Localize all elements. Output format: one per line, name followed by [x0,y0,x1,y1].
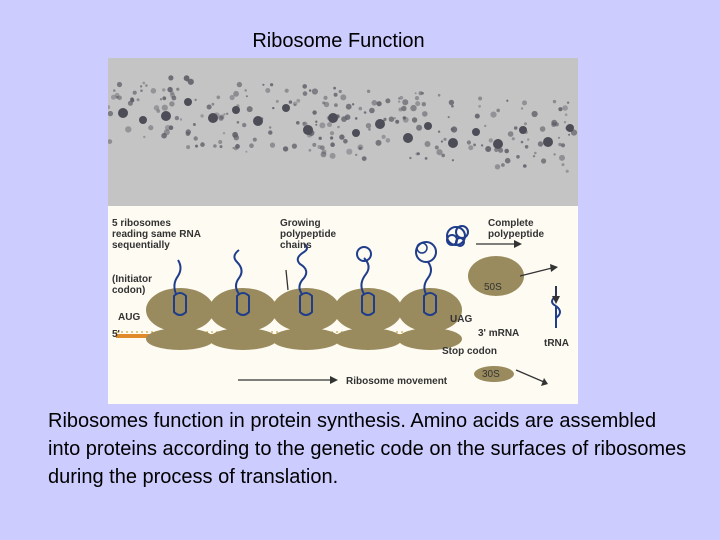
initiator-codon-label: (Initiator codon) [112,274,152,296]
slide-caption: Ribosomes function in protein synthesis.… [48,407,688,491]
subunit-30s-label: 30S [482,369,500,380]
ribosomes-label: 5 ribosomes reading same RNA sequentiall… [112,218,201,251]
five-prime-label: 5' [112,329,120,340]
complete-polypeptide-label: Complete polypeptide [488,218,544,240]
growing-chains-label: Growing polypeptide chains [280,218,336,251]
uag-label: UAG [450,314,472,325]
stop-codon-label: Stop codon [442,346,497,357]
subunit-50s-label: 50S [484,282,502,293]
ribosome-figure: 5 ribosomes reading same RNA sequentiall… [108,58,578,404]
ribosome-movement-label: Ribosome movement [346,376,447,387]
slide-title: Ribosome Function [0,30,677,53]
aug-label: AUG [118,312,140,323]
micrograph-image [108,58,578,206]
mrna-3prime-label: 3' mRNA [478,328,519,339]
trna-label: tRNA [544,338,569,349]
